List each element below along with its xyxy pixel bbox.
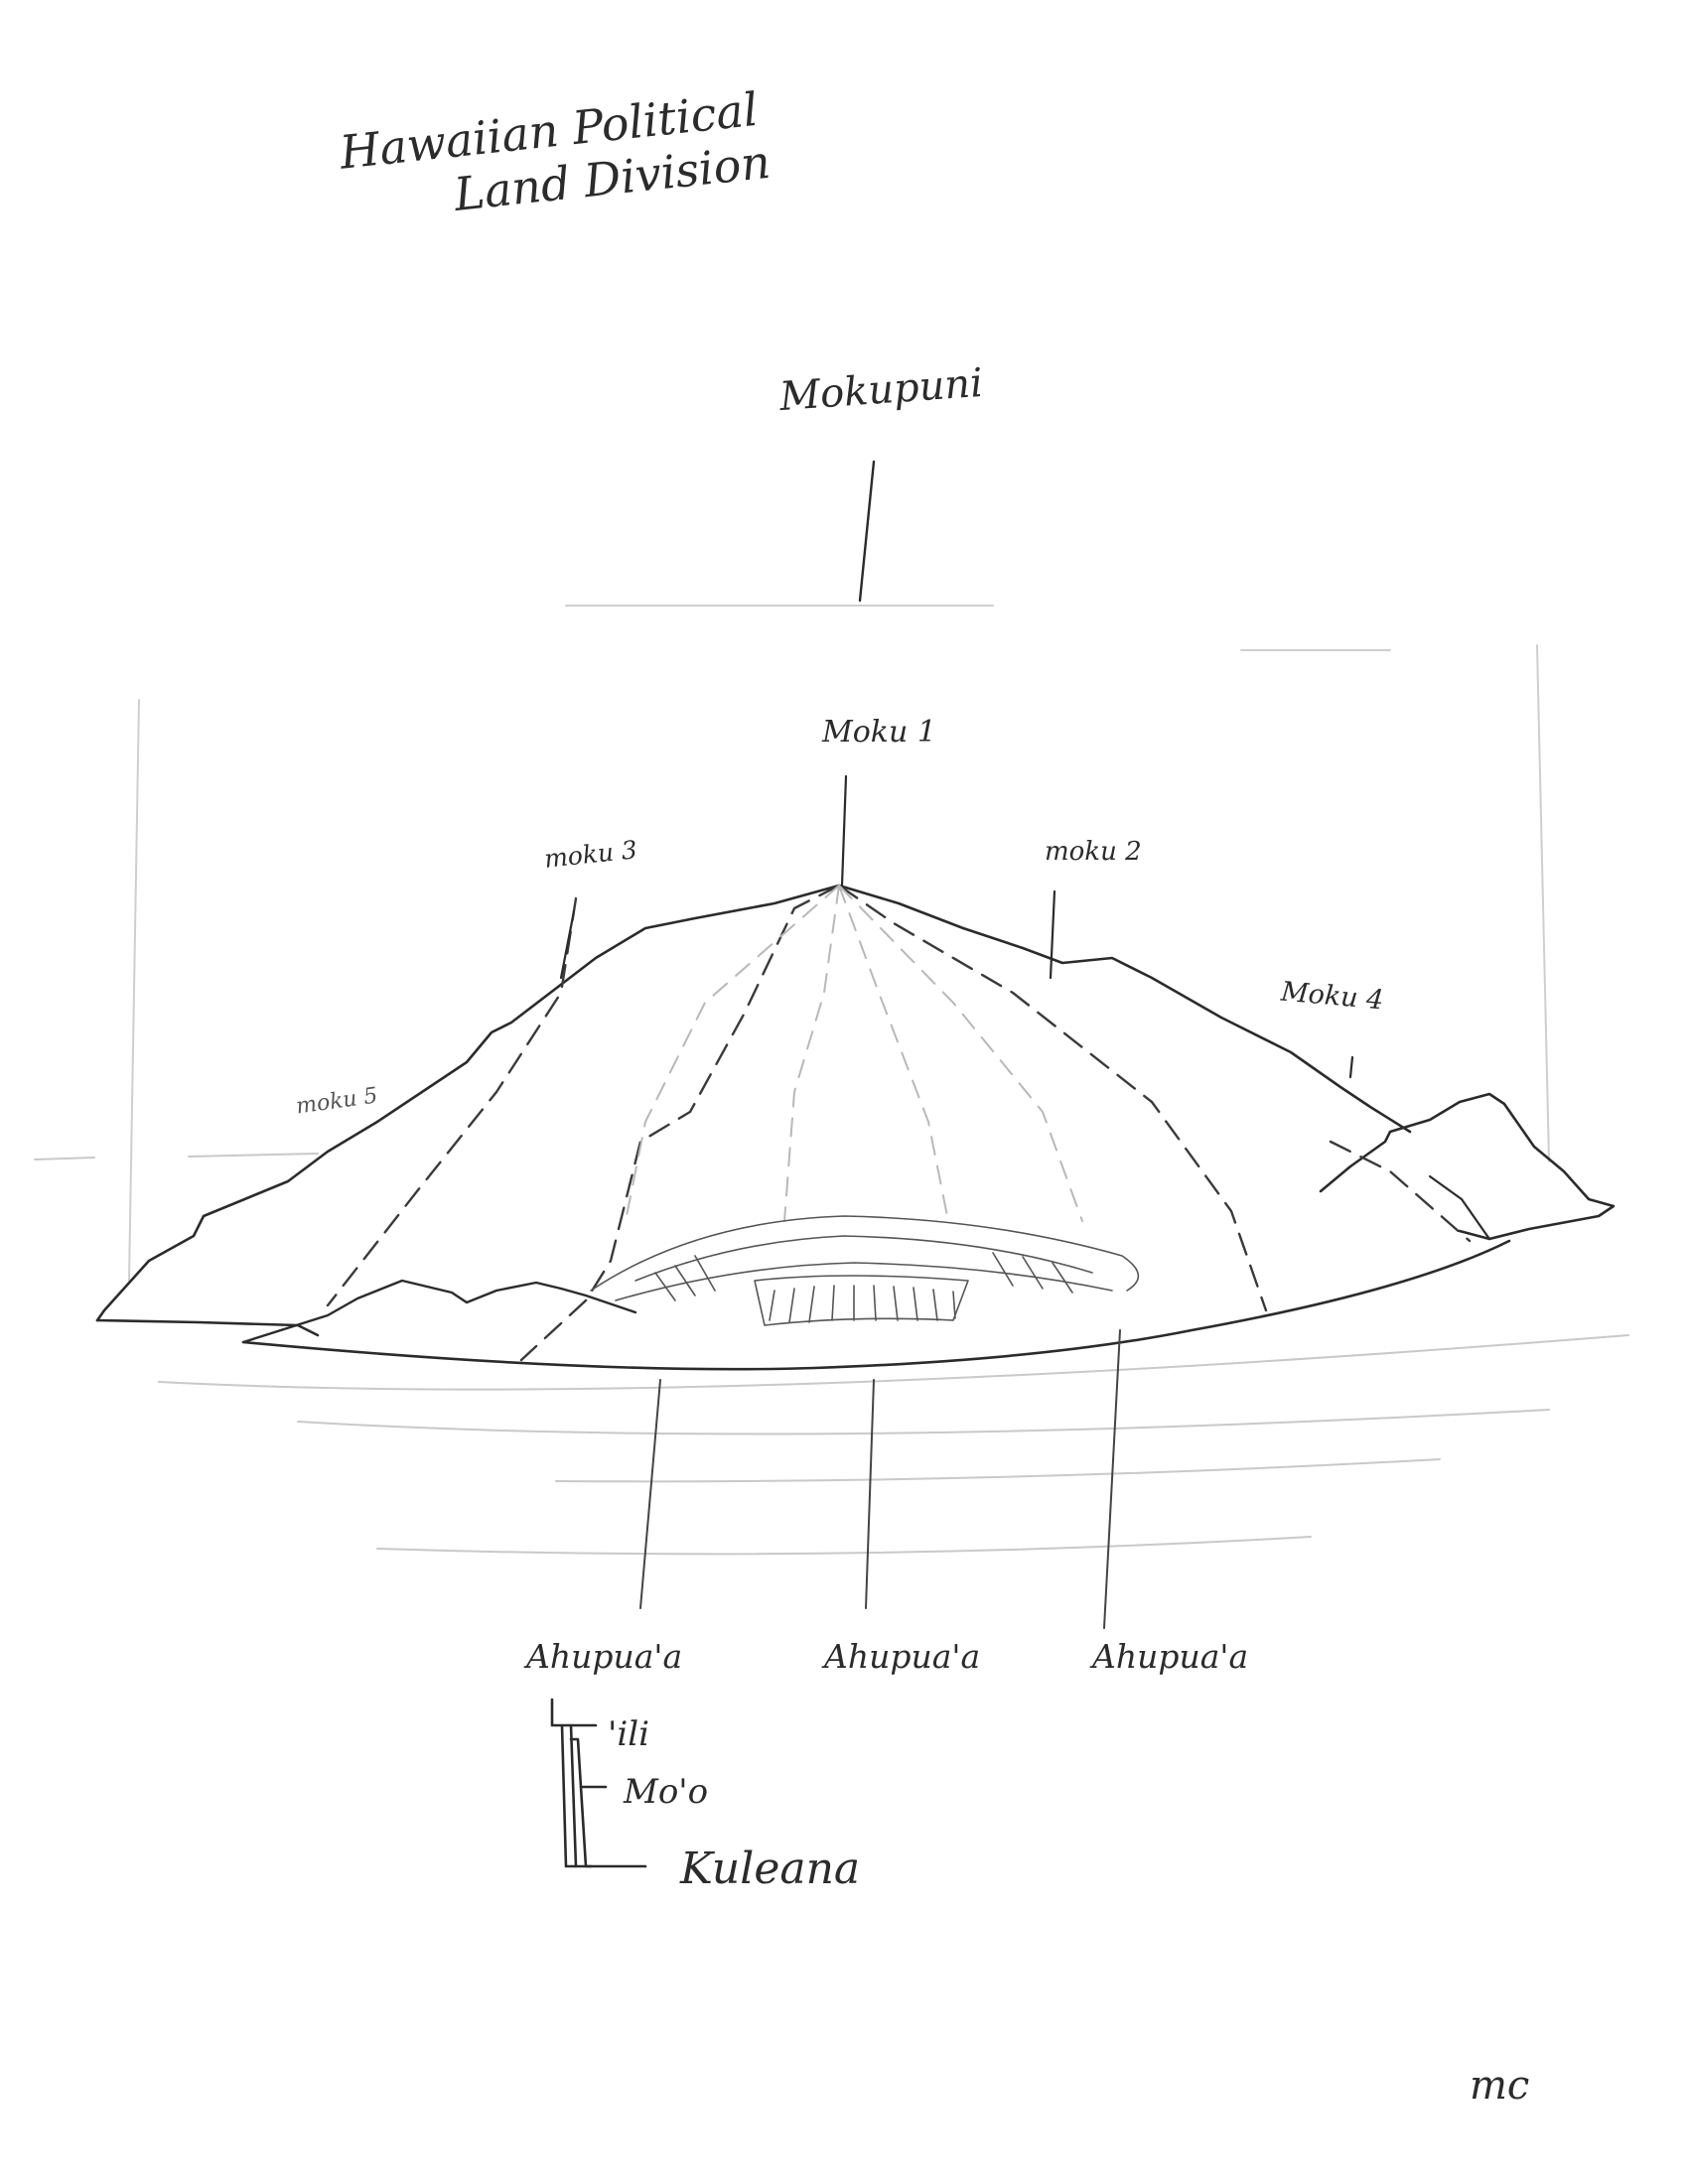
moku-2-label: moku 2 [1045, 839, 1142, 866]
ili-label: 'ili [608, 1717, 649, 1753]
ahupuaa-label-1: Ahupua'a [526, 1640, 682, 1675]
moku3-leader-line [561, 911, 574, 978]
mokupuni-leader-line [860, 462, 874, 601]
moku4-leader-line [1350, 1057, 1352, 1077]
headland [1321, 1094, 1614, 1239]
back-coast [243, 1281, 635, 1342]
moo-label: Mo'o [624, 1775, 708, 1811]
ahupuaa1-leader-line [640, 1380, 660, 1608]
artist-initials: mc [1470, 2065, 1529, 2107]
ahupuaa2-leader-line [866, 1380, 874, 1608]
moku1-leader-line [842, 776, 846, 886]
ahupuaa3-leader-line [1104, 1330, 1120, 1628]
water-lines [35, 1154, 1628, 1554]
moku2-leader-line [1051, 891, 1055, 978]
kuleana-label: Kuleana [680, 1846, 860, 1892]
ahupuaa-label-2: Ahupua'a [824, 1640, 980, 1675]
ahupuaa-label-3: Ahupua'a [1092, 1640, 1248, 1675]
mountain-ridge [97, 886, 1410, 1320]
moku-1-label: Moku 1 [822, 717, 936, 749]
ahupuaa-boundaries [626, 886, 1082, 1221]
crater-fields [591, 1216, 1138, 1325]
